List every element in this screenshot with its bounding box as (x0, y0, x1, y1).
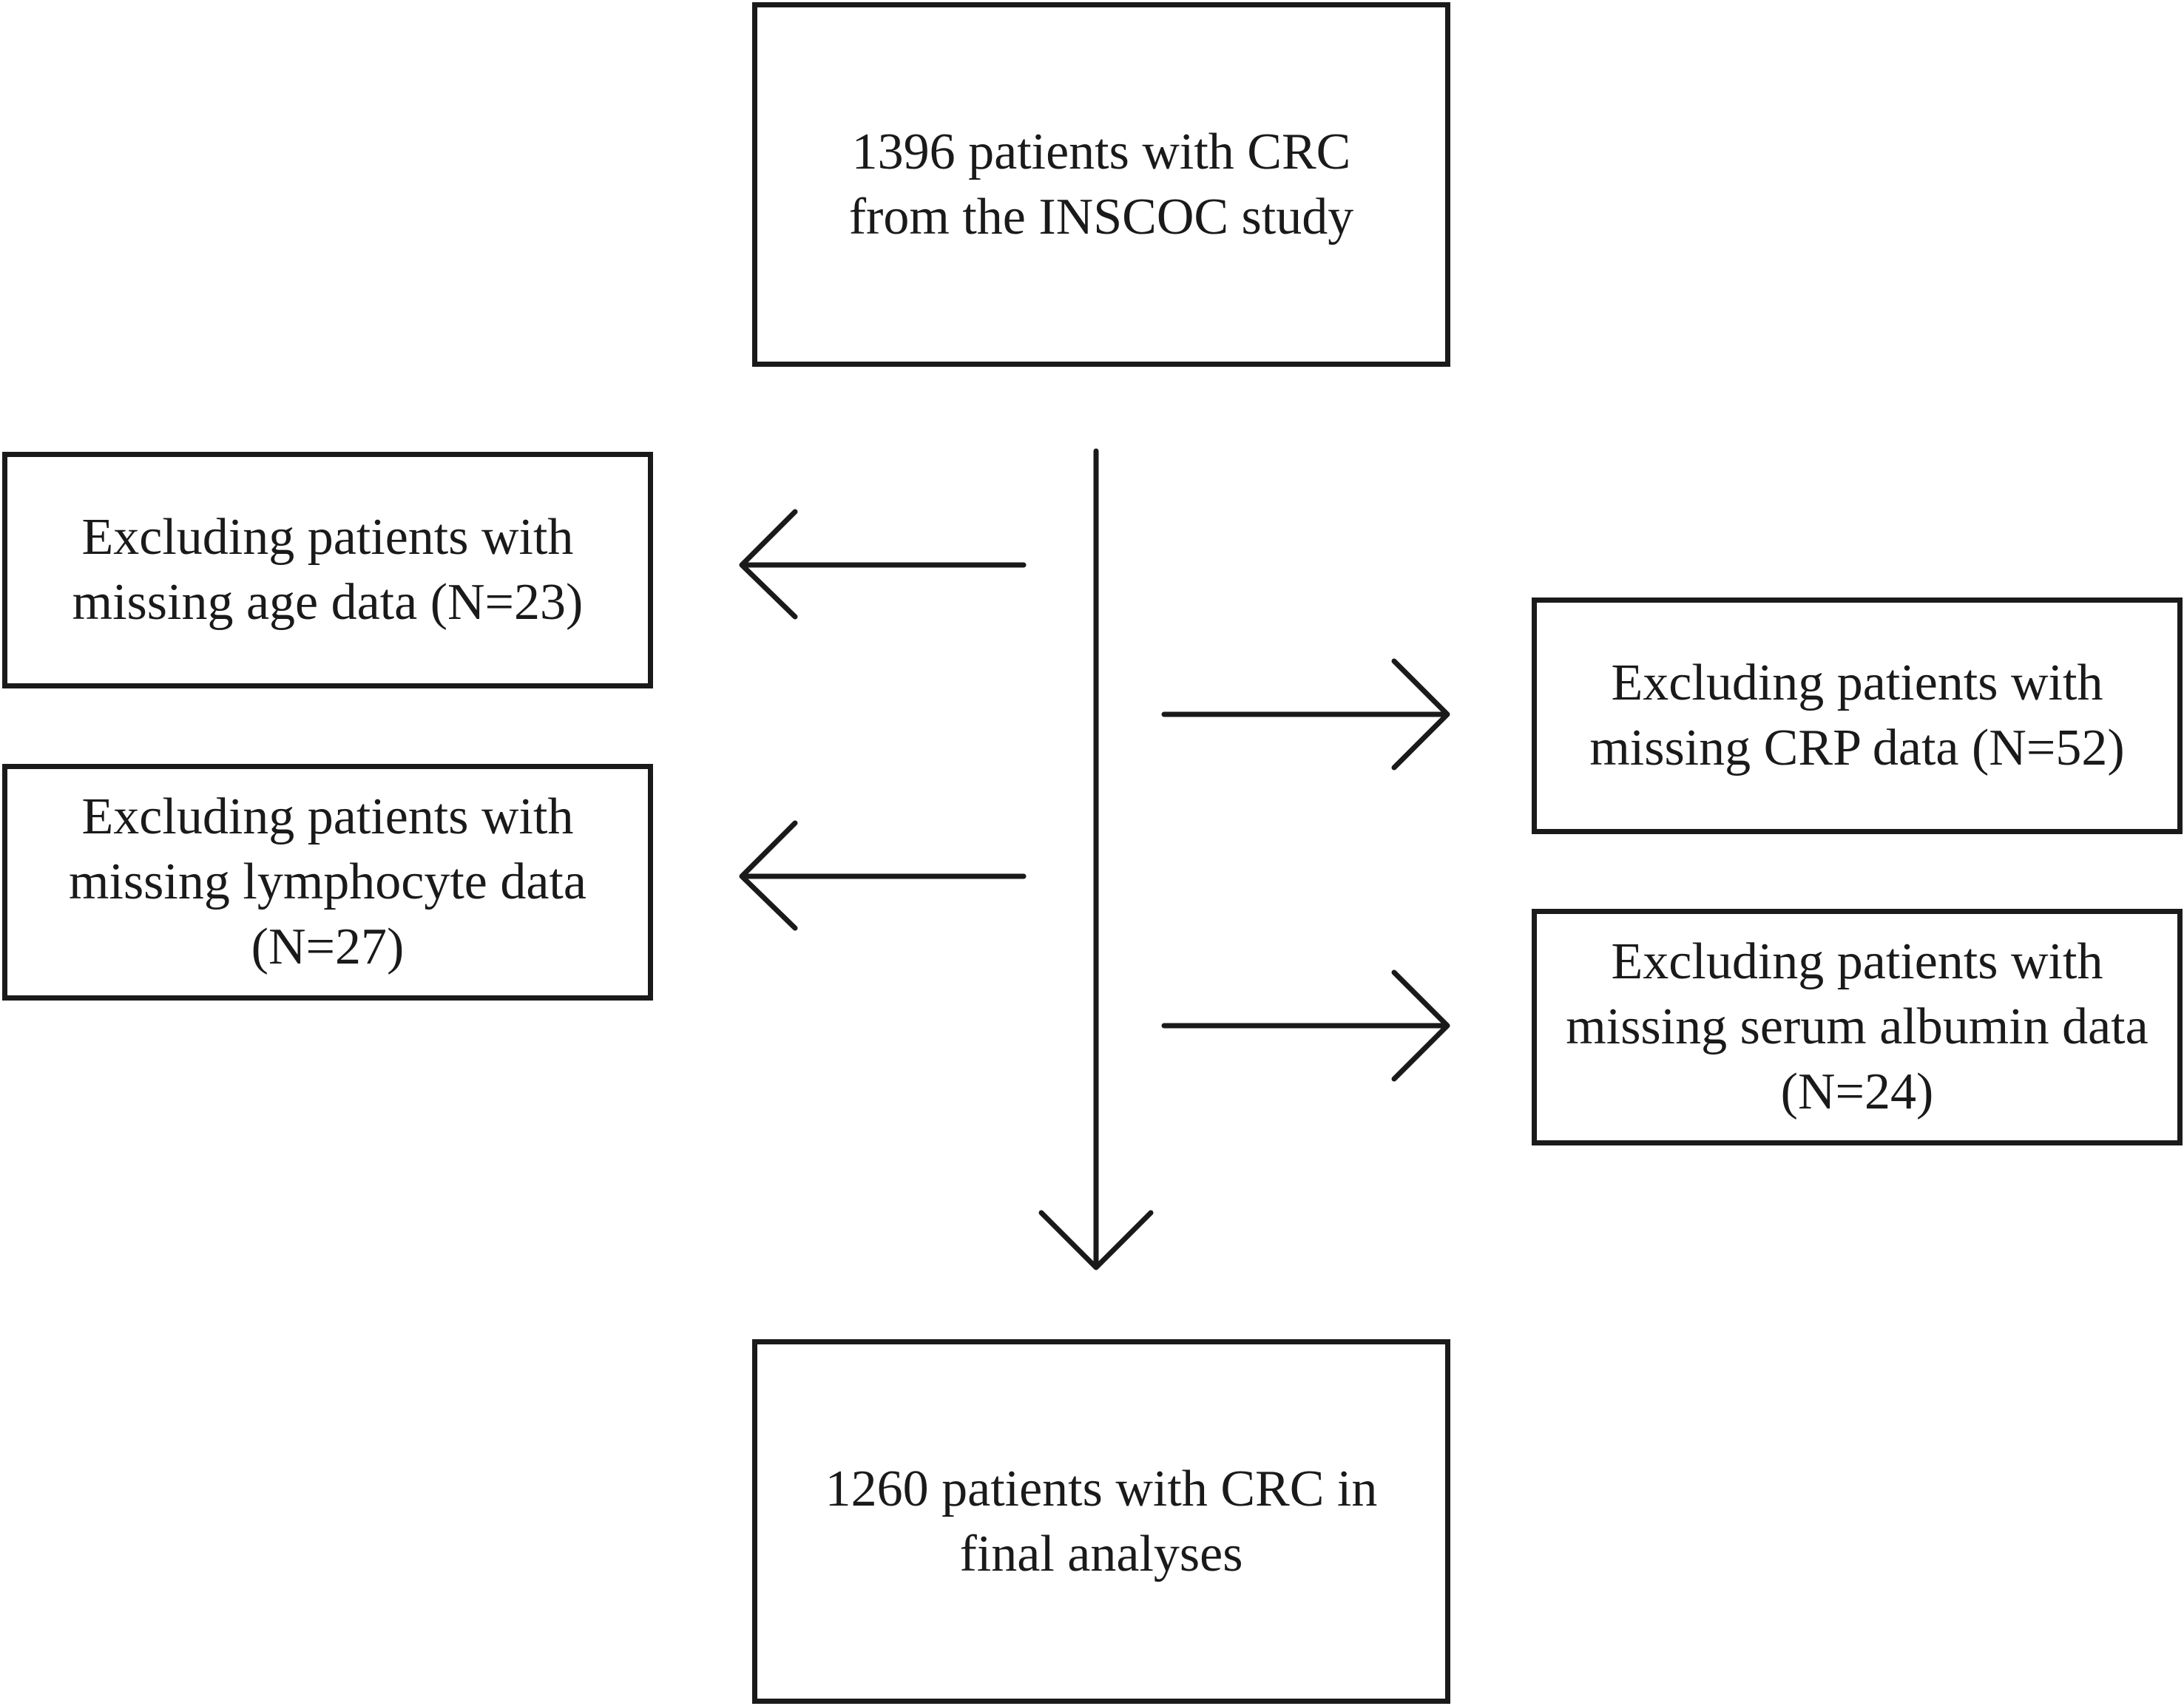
exclusion-lymphocyte-line-1: Excluding patients with (81, 788, 574, 845)
main-down-arrow (1038, 448, 1154, 1270)
exclusion-albumin-line-1: Excluding patients with (1611, 933, 2103, 990)
exclusion-box-lymphocyte: Excluding patients with missing lymphocy… (2, 764, 653, 1001)
exclusion-lymphocyte-line-2: missing lymphocyte data (69, 853, 586, 910)
arrow-to-lymphocyte-exclusion (739, 820, 1027, 931)
exclusion-age-line-1: Excluding patients with (81, 509, 574, 566)
exclusion-albumin-text: Excluding patients with missing serum al… (1566, 930, 2148, 1125)
exclusion-crp-line-2: missing CRP data (N=52) (1589, 720, 2125, 776)
exclusion-age-text: Excluding patients with missing age data… (72, 505, 584, 635)
exclusion-crp-line-1: Excluding patients with (1611, 654, 2103, 711)
arrow-to-age-exclusion (739, 509, 1027, 620)
start-line-2: from the INSCOC study (848, 188, 1354, 246)
arrow-to-albumin-exclusion (1161, 969, 1450, 1082)
start-population-box: 1396 patients with CRC from the INSCOC s… (752, 2, 1450, 367)
exclusion-crp-text: Excluding patients with missing CRP data… (1589, 651, 2124, 781)
final-line-1: 1260 patients with CRC in (825, 1460, 1378, 1517)
final-line-2: final analyses (959, 1525, 1243, 1583)
exclusion-albumin-line-3: (N=24) (1780, 1063, 1934, 1120)
exclusion-box-albumin: Excluding patients with missing serum al… (1532, 909, 2183, 1145)
exclusion-albumin-line-2: missing serum albumin data (1566, 998, 2148, 1055)
exclusion-box-crp: Excluding patients with missing CRP data… (1532, 598, 2183, 834)
exclusion-lymphocyte-text: Excluding patients with missing lymphocy… (69, 785, 586, 980)
exclusion-age-line-2: missing age data (N=23) (72, 574, 584, 631)
exclusion-box-age: Excluding patients with missing age data… (2, 452, 653, 688)
final-population-text: 1260 patients with CRC in final analyses (825, 1457, 1378, 1587)
start-line-1: 1396 patients with CRC (851, 123, 1351, 180)
final-population-box: 1260 patients with CRC in final analyses (752, 1339, 1450, 1704)
exclusion-lymphocyte-line-3: (N=27) (251, 918, 405, 975)
arrow-to-crp-exclusion (1161, 658, 1450, 771)
start-population-text: 1396 patients with CRC from the INSCOC s… (849, 120, 1354, 250)
